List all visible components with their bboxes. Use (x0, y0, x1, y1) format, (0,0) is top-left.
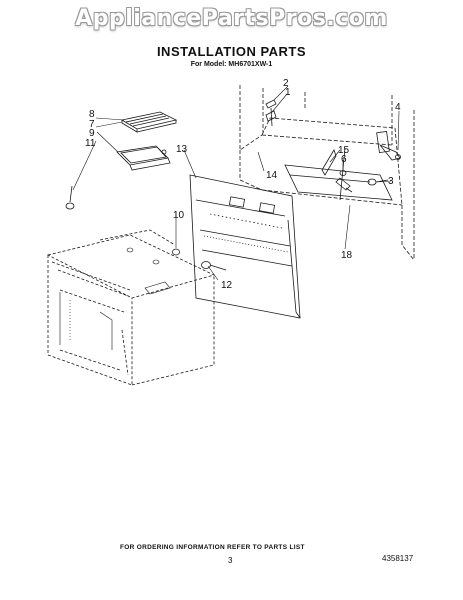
back-plate-13 (189, 174, 301, 319)
callout-18: 18 (341, 250, 353, 261)
callout-14: 14 (266, 170, 278, 181)
callout-2: 2 (283, 78, 289, 89)
mounting-plate-18 (284, 147, 393, 201)
callout-4: 4 (395, 102, 401, 113)
callout-labels: 8 7 9 11 13 10 12 14 2 1 4 15 6 3 18 (85, 78, 401, 291)
damper-9-11 (116, 145, 171, 171)
page-title: INSTALLATION PARTS (156, 44, 307, 59)
callout-7: 7 (89, 119, 95, 130)
top-screws-1-2 (265, 99, 277, 127)
cabinet-wall-outline (239, 85, 415, 261)
ordering-note: FOR ORDERING INFORMATION REFER TO PARTS … (120, 544, 305, 551)
page-number: 3 (228, 556, 233, 565)
callout-8: 8 (89, 109, 95, 120)
leader-lines (72, 85, 400, 281)
bracket-15-6 (321, 149, 353, 193)
site-watermark: AppliancePartsPros.com (75, 6, 388, 31)
callout-3: 3 (388, 176, 394, 187)
screw-10 (172, 248, 180, 256)
microwave-details (59, 247, 171, 350)
screw-12 (201, 261, 227, 271)
callout-12: 12 (221, 280, 233, 291)
callout-13: 13 (176, 144, 188, 155)
callout-11: 11 (85, 138, 96, 149)
microwave-body (46, 229, 216, 386)
screw-11 (65, 185, 75, 210)
model-subtitle: For Model: MH6701XW-1 (190, 61, 273, 68)
callout-10: 10 (173, 210, 185, 221)
callout-1: 1 (285, 87, 291, 98)
toggle-bolt-4 (376, 130, 401, 161)
callout-9: 9 (89, 128, 95, 139)
document-number: 4358137 (382, 554, 414, 563)
vent-grille-8-7 (120, 111, 178, 133)
callout-6: 6 (341, 154, 347, 165)
callout-15: 15 (338, 145, 350, 156)
